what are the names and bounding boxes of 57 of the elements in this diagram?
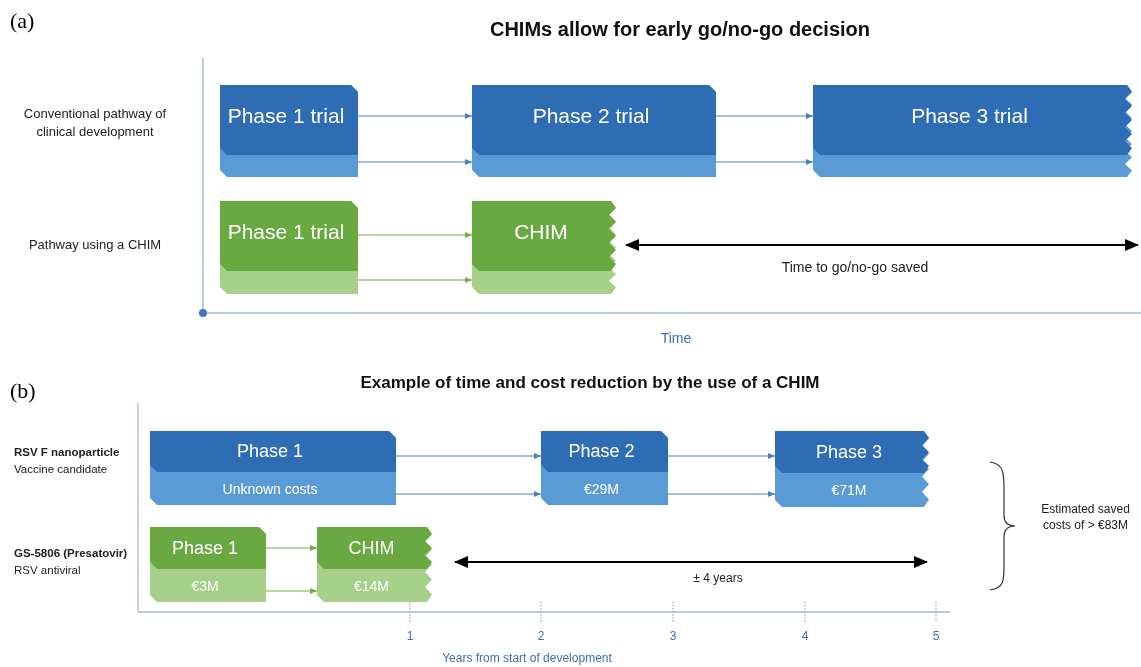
- cost-label: €71M: [830, 481, 868, 500]
- phase-block: [317, 527, 432, 602]
- phase-label: Phase 1 trial: [226, 219, 346, 245]
- arrow: [265, 588, 318, 594]
- arrow: [667, 453, 776, 459]
- dimension-label: ± 4 years: [692, 570, 744, 587]
- tick-label: 5: [931, 628, 941, 645]
- phase-block: [150, 431, 396, 505]
- arrow: [715, 159, 814, 165]
- arrow: [357, 277, 473, 283]
- cost-label: €3M: [190, 576, 220, 596]
- arrow: [667, 491, 776, 497]
- chart-title: CHIMs allow for early go/no-go decision: [488, 17, 871, 42]
- phase-block: [472, 85, 716, 177]
- phase-block: [220, 85, 358, 177]
- arrow: [265, 545, 318, 551]
- phase-label: Phase 1: [170, 536, 240, 560]
- cost-label: €14M: [353, 576, 390, 596]
- arrow: [357, 232, 473, 238]
- arrow: [395, 453, 542, 459]
- phase-label: Phase 2: [567, 440, 636, 463]
- phase-label: Phase 1 trial: [226, 103, 346, 129]
- arrow: [357, 159, 473, 165]
- row-label: RSV F nanoparticle: [14, 445, 121, 460]
- phase-label: Phase 2 trial: [531, 103, 651, 129]
- arrow: [395, 491, 542, 497]
- row-label: RSV antiviral: [14, 563, 82, 578]
- tick-label: 4: [800, 628, 810, 645]
- row-label: GS-5806 (Presatovir): [14, 546, 129, 561]
- axis-title: Time: [659, 329, 693, 348]
- row-label: Pathway using a CHIM: [27, 236, 163, 254]
- panel-letter: (a): [10, 7, 36, 35]
- phase-block: [541, 431, 668, 505]
- note-text: Estimated saved costs of > €83M: [1040, 501, 1131, 534]
- panel-letter: (b): [10, 377, 37, 405]
- phase-block: [220, 201, 358, 294]
- dimension-label: Time to go/no-go saved: [780, 258, 930, 277]
- phase-block: [150, 527, 266, 602]
- arrow: [357, 113, 473, 119]
- phase-block: [775, 431, 929, 507]
- phase-block: [472, 201, 616, 294]
- phase-label: Phase 3 trial: [910, 103, 1029, 129]
- phase-label: Phase 1: [235, 440, 305, 463]
- arrow: [715, 113, 814, 119]
- phase-label: CHIM: [347, 536, 396, 560]
- tick-label: 3: [668, 628, 678, 645]
- tick-label: 1: [405, 628, 415, 645]
- cost-label: €29M: [583, 479, 620, 499]
- phase-label: Phase 3: [814, 440, 884, 464]
- axis-title: Years from start of development: [441, 650, 613, 667]
- chart-title: Example of time and cost reduction by the use of a CHIM: [359, 372, 821, 394]
- cost-label: Unknown costs: [221, 479, 319, 499]
- tick-label: 2: [536, 628, 546, 645]
- row-label: Conventional pathway of clinical development: [22, 105, 168, 141]
- row-label: Vaccine candidate: [14, 462, 109, 477]
- phase-label: CHIM: [513, 219, 569, 245]
- phase-block: [813, 85, 1132, 177]
